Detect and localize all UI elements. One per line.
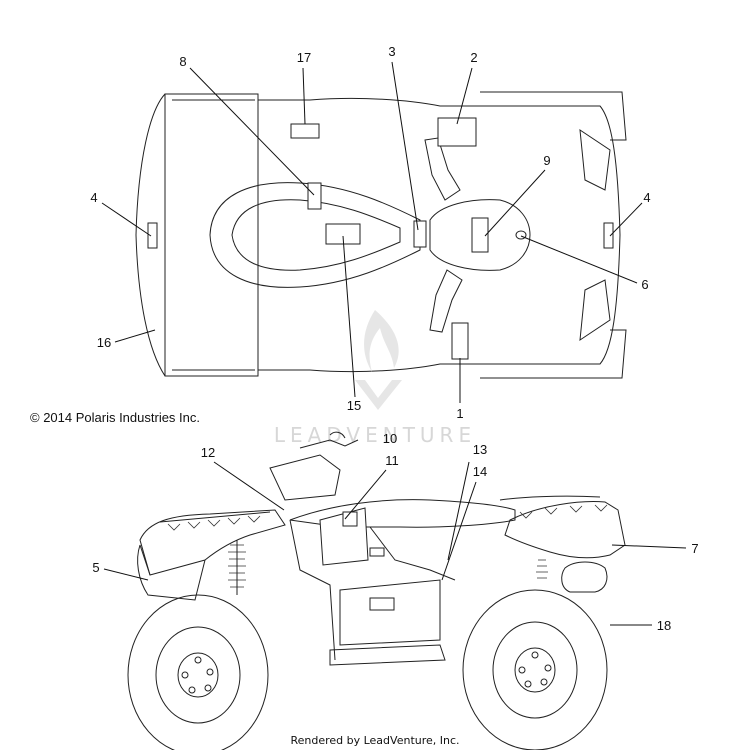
watermark-logo: LEADVENTURE xyxy=(274,310,476,447)
callout-14: 14 xyxy=(473,464,487,479)
callout-4-rear: 4 xyxy=(90,190,97,205)
footer-text: Rendered by LeadVenture, Inc. xyxy=(290,734,459,747)
callout-4-front: 4 xyxy=(643,190,650,205)
callout-10: 10 xyxy=(383,431,397,446)
callout-8: 8 xyxy=(179,54,186,69)
top-view xyxy=(135,91,627,379)
callout-1: 1 xyxy=(456,406,463,421)
callout-3: 3 xyxy=(388,44,395,59)
callout-18: 18 xyxy=(657,618,671,633)
front-wheel xyxy=(462,589,608,750)
callout-16: 16 xyxy=(97,335,111,350)
callout-2: 2 xyxy=(470,50,477,65)
callout-13: 13 xyxy=(473,442,487,457)
callout-15: 15 xyxy=(347,398,361,413)
callout-numbers: 1 2 3 4 4 5 6 7 8 9 10 11 12 13 14 15 16… xyxy=(90,44,698,633)
callout-6: 6 xyxy=(641,277,648,292)
leader-lines xyxy=(101,61,687,626)
rear-wheel xyxy=(127,594,269,750)
callout-17: 17 xyxy=(297,50,311,65)
callout-11: 11 xyxy=(385,453,399,468)
watermark-text: LEADVENTURE xyxy=(274,423,476,447)
callout-5: 5 xyxy=(92,560,99,575)
callout-9: 9 xyxy=(543,153,550,168)
callout-12: 12 xyxy=(201,445,215,460)
side-view xyxy=(127,431,626,750)
callout-7: 7 xyxy=(691,541,698,556)
copyright-text: © 2014 Polaris Industries Inc. xyxy=(30,410,200,425)
